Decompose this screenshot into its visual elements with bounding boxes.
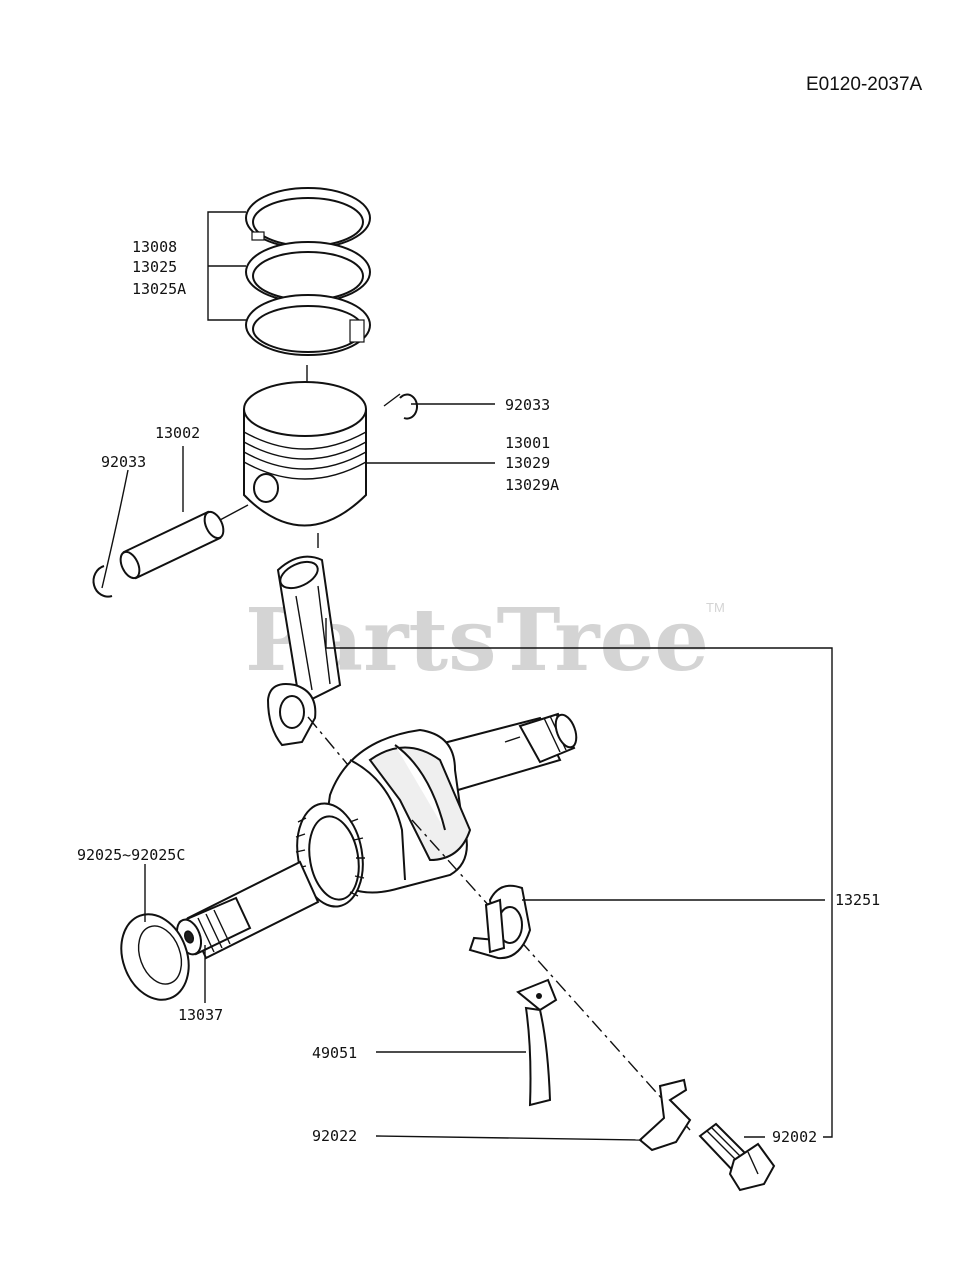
label-13008[interactable]: 13008 <box>132 238 177 256</box>
label-13025A[interactable]: 13025A <box>132 280 186 298</box>
piston[interactable] <box>243 381 367 527</box>
connecting-rod[interactable] <box>266 555 342 747</box>
axis-line-bolt <box>411 819 691 1131</box>
label-13251[interactable]: 13251 <box>835 891 880 909</box>
thrust-washer[interactable] <box>110 905 200 1010</box>
label-92025[interactable]: 92025~92025C <box>77 846 185 864</box>
watermark-tm: TM <box>706 600 725 615</box>
axis-line-crankpin <box>307 716 349 766</box>
oil-dipper[interactable] <box>516 978 558 1107</box>
crankshaft[interactable] <box>173 712 581 960</box>
label-13001[interactable]: 13001 <box>505 434 550 452</box>
conrod-bolt[interactable] <box>698 1122 776 1192</box>
connecting-rod-cap[interactable] <box>468 884 532 960</box>
piston-pin-boss <box>253 473 279 503</box>
diagram-code: E0120-2037A <box>806 74 923 95</box>
circlip-right[interactable] <box>383 393 419 420</box>
conrod-bracket <box>325 618 833 1138</box>
piston-pin[interactable] <box>117 504 249 581</box>
piston-ring-top[interactable] <box>245 187 371 249</box>
label-92033-right[interactable]: 92033 <box>505 396 550 414</box>
clip-left-leader <box>101 469 129 589</box>
label-13025[interactable]: 13025 <box>132 258 177 276</box>
label-92002[interactable]: 92002 <box>772 1128 817 1146</box>
lockplate-leader <box>375 1135 643 1141</box>
timing-gear <box>295 802 365 908</box>
label-13002[interactable]: 13002 <box>155 424 200 442</box>
label-49051[interactable]: 49051 <box>312 1044 357 1062</box>
ring-leader <box>207 211 246 321</box>
piston-ring-set[interactable] <box>245 187 371 356</box>
piston-ring-oil[interactable] <box>245 294 371 356</box>
label-13029[interactable]: 13029 <box>505 454 550 472</box>
label-13037[interactable]: 13037 <box>178 1006 223 1024</box>
keyway-lower <box>197 909 231 953</box>
circlip-left[interactable] <box>92 565 113 598</box>
lock-plate[interactable] <box>638 1078 692 1152</box>
label-13029A[interactable]: 13029A <box>505 476 559 494</box>
label-92033-left[interactable]: 92033 <box>101 453 146 471</box>
label-92022[interactable]: 92022 <box>312 1127 357 1145</box>
